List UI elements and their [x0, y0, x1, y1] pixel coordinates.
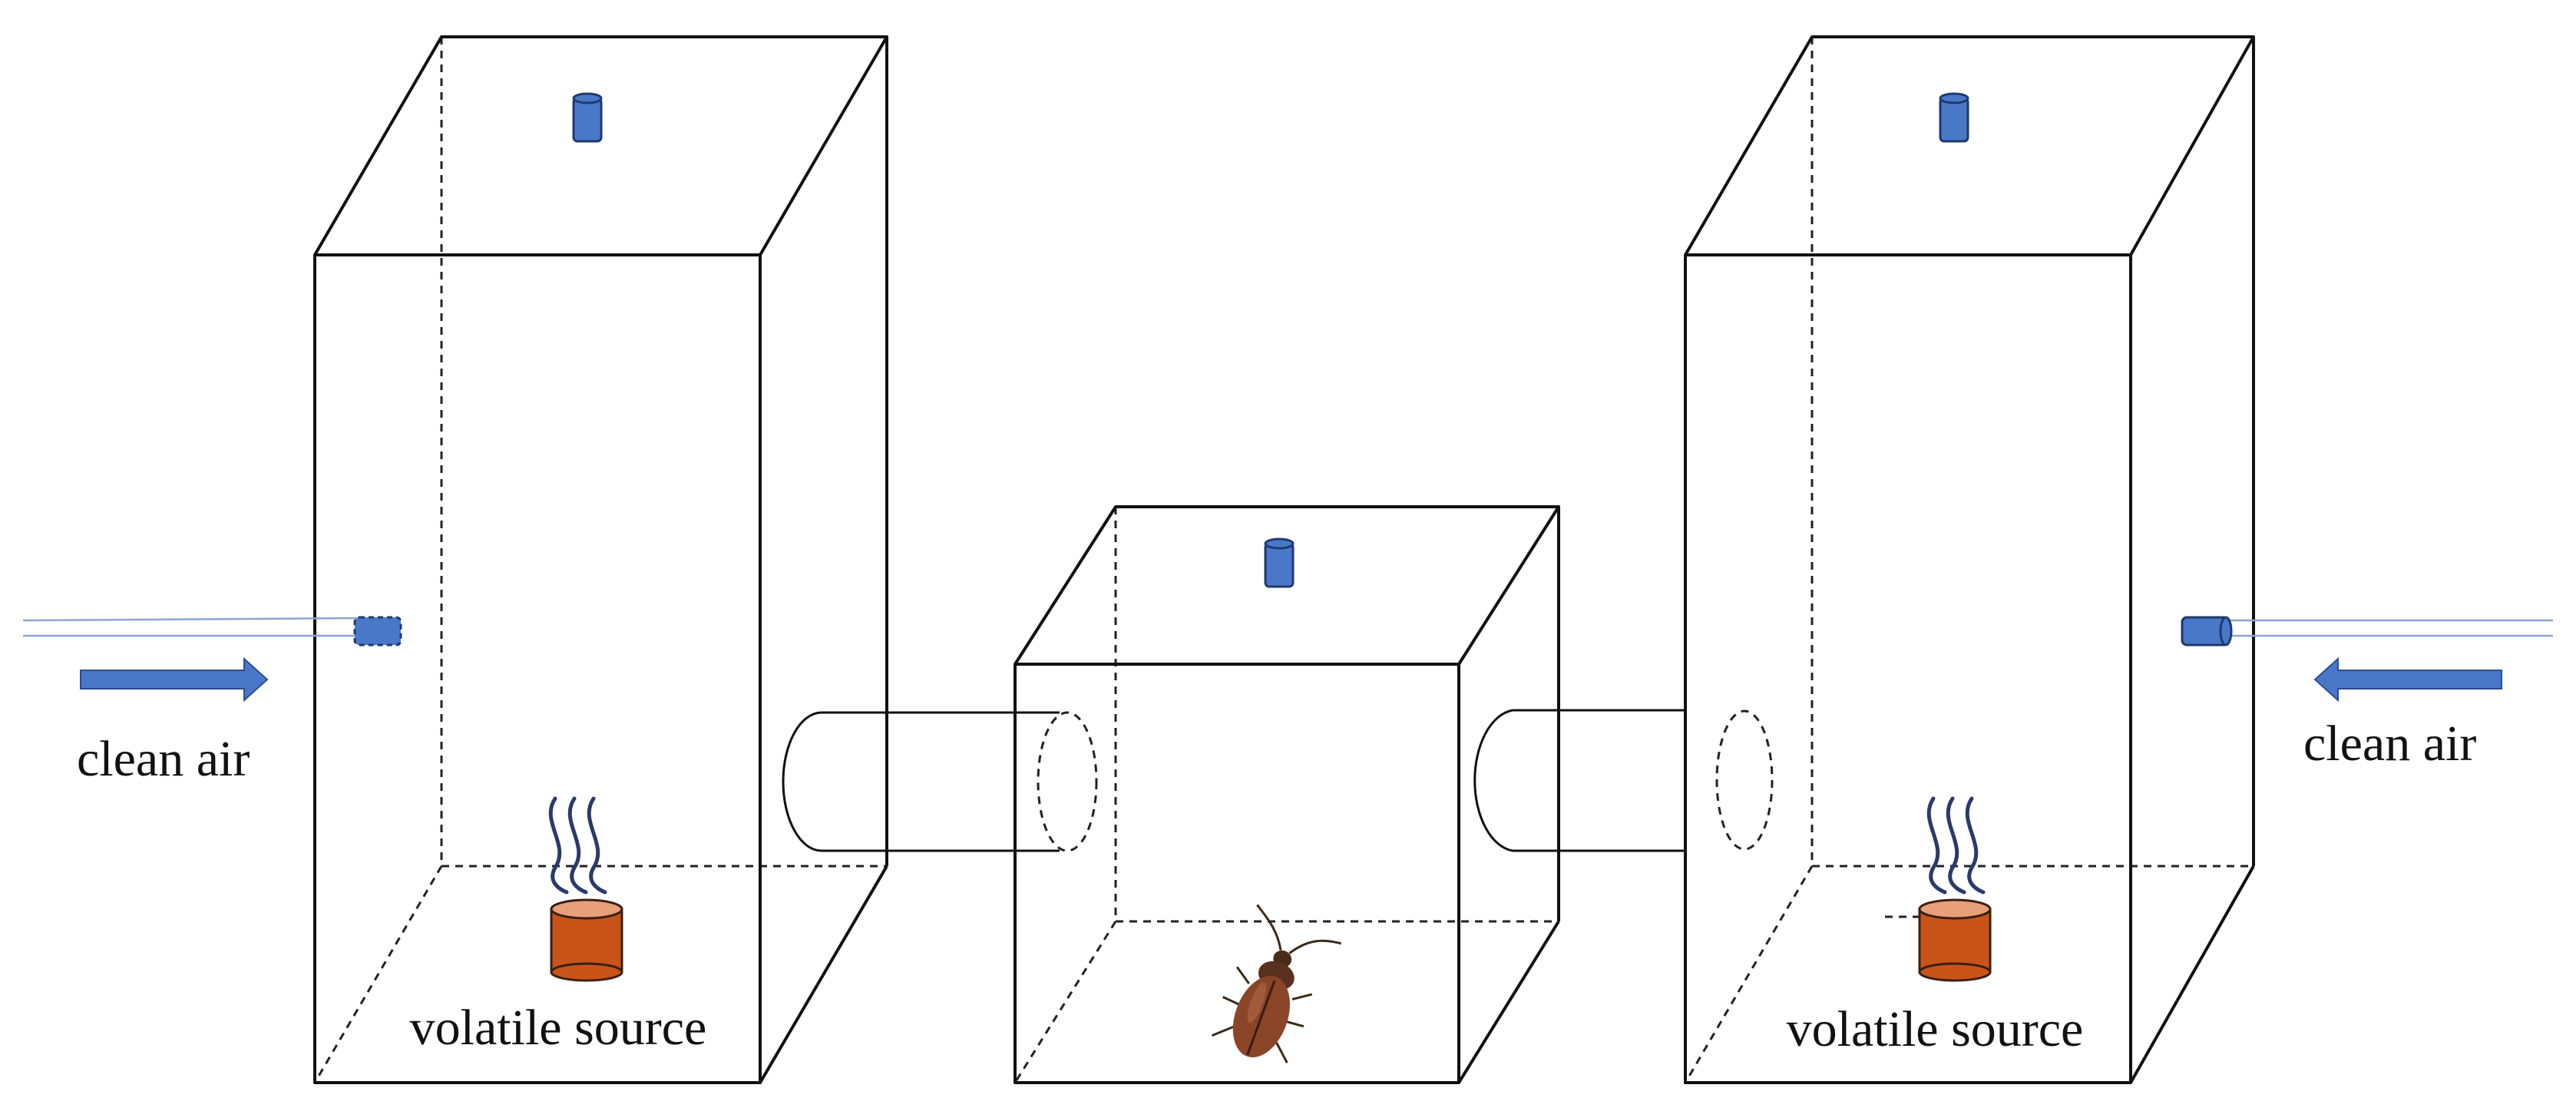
right-connector-tube — [1473, 709, 1774, 852]
left-top-port — [572, 92, 603, 143]
right-clean-air-label: clean air — [2303, 716, 2476, 772]
left-connector-tube — [782, 711, 1098, 852]
left-vapor-icon — [548, 796, 607, 895]
right-inlet-tube — [2181, 616, 2553, 647]
beetle-icon — [1212, 904, 1342, 1063]
right-volatile-cup — [1885, 898, 1992, 982]
left-volatile-cup — [550, 898, 623, 982]
right-chamber — [1684, 35, 2255, 1084]
left-clean-air-label: clean air — [77, 731, 250, 787]
center-top-port — [1264, 537, 1295, 588]
right-air-arrow — [2313, 656, 2502, 703]
left-source-label: volatile source — [410, 1000, 707, 1056]
right-top-port — [1939, 92, 1969, 143]
left-chamber — [313, 35, 888, 1084]
left-inlet-tube — [22, 616, 402, 647]
right-source-label: volatile source — [1787, 1001, 2084, 1057]
center-chamber — [1014, 505, 1560, 1084]
left-air-arrow — [80, 656, 269, 703]
right-vapor-icon — [1926, 796, 1986, 895]
